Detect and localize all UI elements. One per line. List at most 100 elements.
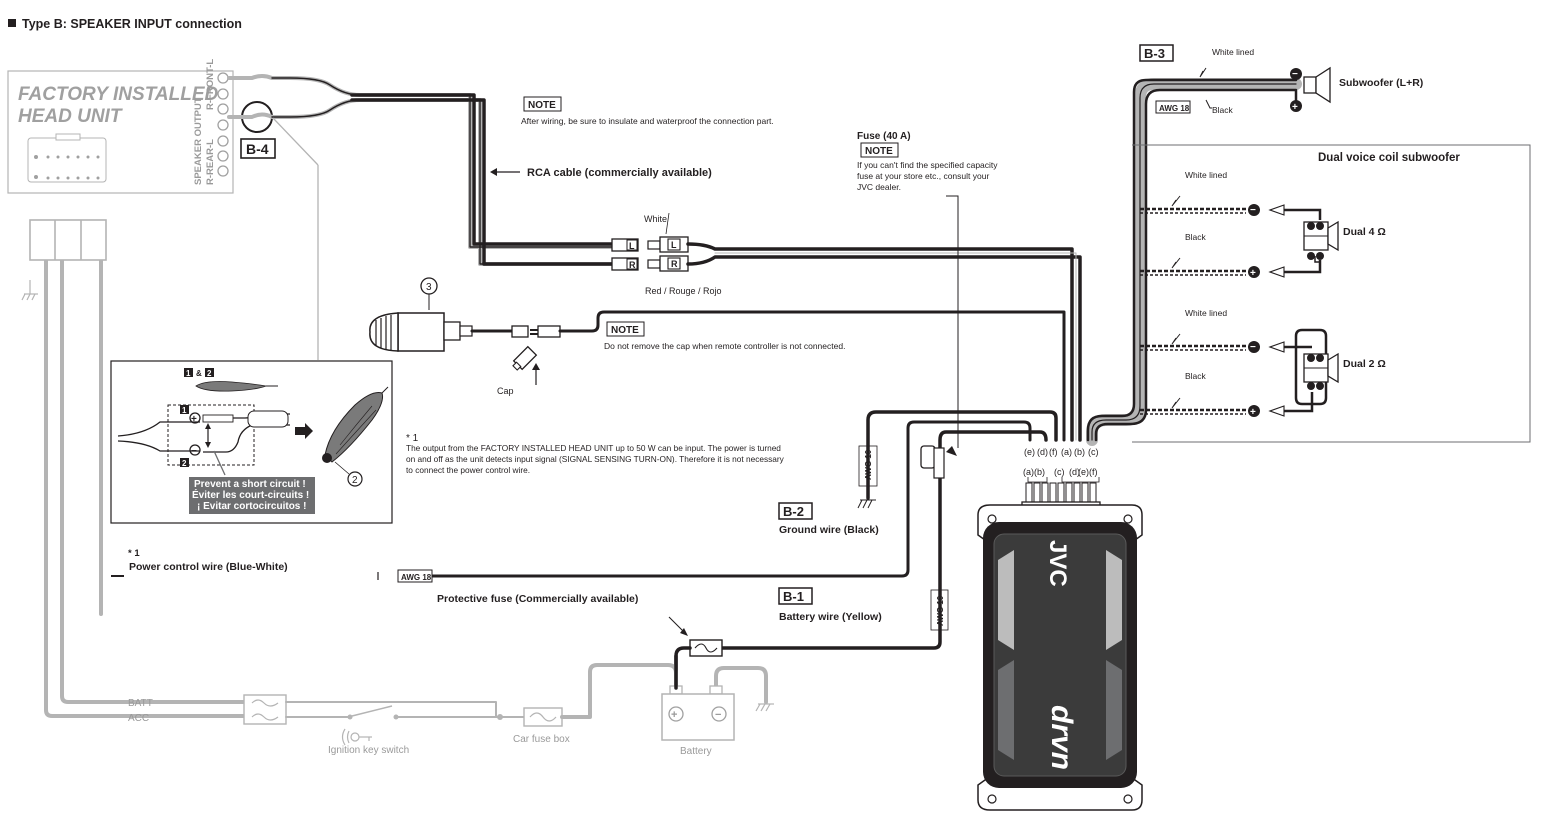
note-insulate-text: After wiring, be sure to insulate and wa… — [521, 116, 774, 126]
svg-text:(f): (f) — [1049, 447, 1058, 457]
vehicle-wire-acc — [60, 258, 250, 704]
diagram-title: Type B: SPEAKER INPUT connection — [22, 17, 242, 31]
svg-text:−: − — [715, 709, 721, 721]
svg-text:R-REAR-L: R-REAR-L — [205, 139, 216, 185]
svg-text:(d): (d) — [1037, 447, 1048, 457]
protective-fuse-label: Protective fuse (Commercially available) — [437, 593, 638, 605]
svg-text:R: R — [671, 259, 678, 269]
amp-series: drvn — [1045, 705, 1078, 770]
sub-white-lined-label: White lined — [1212, 47, 1254, 57]
batt-label: BATT — [128, 698, 153, 709]
note-tag-fuse — [860, 142, 899, 158]
power-control-label: Power control wire (Blue-White) — [129, 561, 288, 573]
svg-text:FACTORY INSTALLED: FACTORY INSTALLED — [18, 84, 219, 105]
battery-wire-label: Battery wire (Yellow) — [779, 611, 882, 623]
svg-text:+: + — [1250, 268, 1256, 279]
dual4-label: Dual 4 Ω — [1343, 226, 1386, 238]
inline-fuse-holder — [920, 445, 936, 469]
svg-text:(e): (e) — [1024, 447, 1035, 457]
footnote-line2: on and off as the unit detects input sig… — [406, 454, 785, 464]
svg-text:L: L — [671, 240, 677, 250]
dual2-label: Dual 2 Ω — [1343, 358, 1386, 370]
amp-brand: JVC — [1044, 540, 1071, 587]
dual2-white-label: White lined — [1185, 308, 1227, 318]
note-cap-text: Do not remove the cap when remote contro… — [604, 341, 845, 351]
battery-wire — [720, 430, 1048, 650]
amplifier: (e) (d) (f) (a) (b) (c) (a) (b) (c) (d) … — [977, 447, 1143, 811]
fuse-note-line2: fuse at your store etc., consult your — [857, 171, 989, 181]
awg18-label: AWG 18 — [401, 573, 432, 582]
svg-text:2: 2 — [182, 459, 187, 468]
b2-tag-label: B-2 — [783, 504, 804, 519]
rca-wire-white — [350, 93, 614, 246]
svg-text:&: & — [196, 369, 202, 378]
dual4-white-label: White lined — [1185, 170, 1227, 180]
rca-to-amp-upper — [686, 242, 1074, 442]
svg-text:3: 3 — [426, 282, 432, 293]
subwoofer-icon: − + — [1290, 66, 1331, 113]
svg-text:1: 1 — [186, 369, 191, 378]
rca-wire-red — [350, 98, 614, 266]
rca-cable-label: RCA cable (commercially available) — [527, 167, 712, 179]
b4-tag-label: B-4 — [246, 141, 269, 157]
ground-wire — [866, 410, 1058, 500]
ignition-key-icon — [341, 728, 372, 746]
fuse-title: Fuse (40 A) — [857, 131, 911, 142]
subwoofer-label: Subwoofer (L+R) — [1339, 77, 1423, 89]
rca-to-amp-lower — [686, 255, 1082, 442]
svg-text:(e): (e) — [1078, 467, 1089, 477]
b3-tag-label: B-3 — [1144, 46, 1165, 61]
dual2-speaker-icon — [1303, 352, 1339, 390]
fuse-note-line3: JVC dealer. — [857, 182, 901, 192]
warning-line2: Éviter les court-circuits ! — [192, 488, 309, 501]
rca-white-label: White — [644, 214, 667, 224]
sub-awg18-label: AWG 18 — [1159, 104, 1190, 113]
ground-wire-label: Ground wire (Black) — [779, 524, 879, 536]
batt-wire-to-fusebox — [285, 701, 497, 718]
b1-tag — [778, 587, 813, 605]
svg-text:L: L — [629, 241, 635, 251]
b2-tag — [778, 502, 813, 520]
dual-voice-coil-title: Dual voice coil subwoofer — [1318, 152, 1460, 164]
vehicle-harness-connector — [29, 219, 107, 261]
ignition-switch-contact — [351, 705, 393, 717]
footnote-line1: The output from the FACTORY INSTALLED HE… — [406, 443, 781, 453]
svg-text:(f): (f) — [1089, 467, 1098, 477]
sub-awg18-tag — [1155, 100, 1191, 114]
vehicle-wire-batt — [44, 258, 250, 718]
svg-text:(b): (b) — [1074, 447, 1085, 457]
remote-plug-right — [537, 325, 561, 338]
svg-text:−: − — [1250, 205, 1256, 216]
remote-plug-left — [511, 325, 529, 338]
fuse-leader — [946, 195, 959, 448]
svg-text:SPEAKER OUTPUT: SPEAKER OUTPUT — [193, 97, 204, 185]
header-bullet — [8, 19, 16, 27]
dual4-speaker-icon — [1303, 220, 1339, 263]
cap-icon — [512, 345, 538, 371]
svg-text:(b): (b) — [1034, 467, 1045, 477]
rca-plugs: L R L R — [611, 236, 689, 272]
power-control-wire — [430, 420, 1032, 578]
b4-leader — [272, 117, 319, 166]
sub-black-label: Black — [1212, 105, 1234, 115]
svg-text:+: + — [1292, 102, 1298, 113]
speaker-wire-bundle-grey — [1086, 78, 1302, 446]
svg-text:+: + — [1250, 407, 1256, 418]
svg-text:−: − — [191, 446, 197, 457]
note-tag-insulate — [523, 96, 562, 112]
note-label-fuse: NOTE — [865, 146, 893, 157]
warning-line3: ¡ Evitar cortocircuitos ! — [197, 501, 306, 512]
footnote-mark: * 1 — [406, 433, 419, 444]
svg-text:(c): (c) — [1054, 467, 1065, 477]
fusebox-to-battery-wire — [560, 663, 678, 719]
battery-ground-symbol — [755, 703, 774, 712]
svg-text:R: R — [629, 260, 636, 270]
rca-red-label: Red / Rouge / Rojo — [645, 286, 722, 296]
svg-text:(d): (d) — [1069, 467, 1080, 477]
svg-text:(a): (a) — [1023, 467, 1034, 477]
svg-text:R-FRONT-L: R-FRONT-L — [205, 59, 216, 110]
svg-text:HEAD UNIT: HEAD UNIT — [18, 106, 123, 127]
awg18-tag — [397, 569, 433, 583]
battery-positive-wire — [674, 646, 692, 690]
